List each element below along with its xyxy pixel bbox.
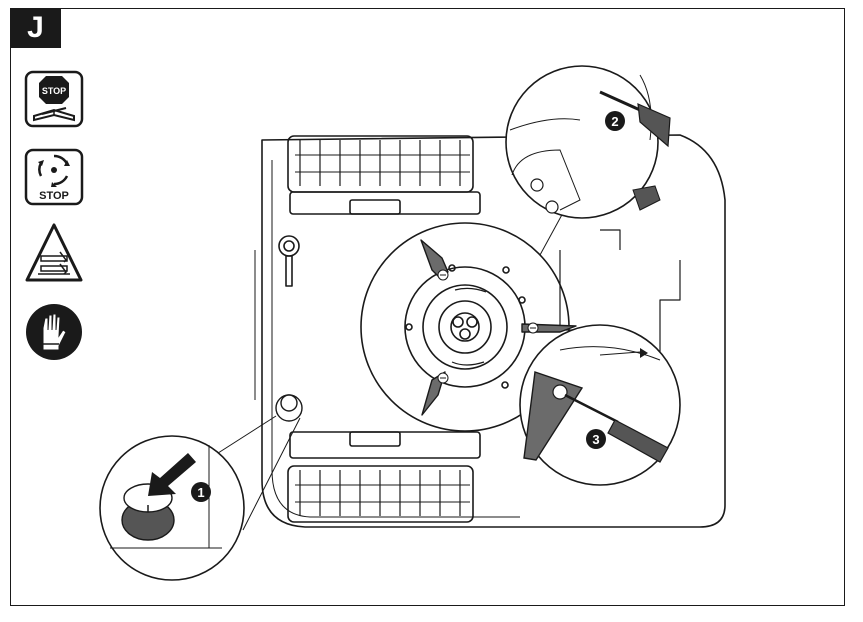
height-knob — [275, 394, 303, 422]
callout-2: 2 — [605, 111, 625, 131]
blade-stop-label: STOP — [39, 190, 69, 202]
mower-chassis — [261, 134, 726, 528]
callout-3-label: 3 — [592, 432, 599, 447]
stop-label: STOP — [42, 86, 66, 96]
stop-read-manual-icon: STOP — [24, 70, 84, 128]
zoom-circle-screw — [505, 65, 671, 256]
bottom-wheel — [287, 431, 481, 523]
blade-bottom-left — [421, 371, 446, 416]
callout-3: 3 — [586, 429, 606, 449]
callout-2-label: 2 — [611, 114, 618, 129]
wear-gloves-icon — [24, 302, 84, 362]
stop-blades-rotating-icon: STOP — [24, 148, 84, 206]
blade-warning-icon — [24, 222, 84, 284]
section-letter-badge: J — [10, 8, 61, 48]
callout-1: 1 — [191, 482, 211, 502]
charging-contact — [278, 235, 300, 287]
zoom-circle-knob — [99, 415, 301, 581]
top-wheel — [287, 135, 481, 215]
callout-1-label: 1 — [197, 485, 204, 500]
zoom-circle-screwdriver — [519, 324, 681, 486]
